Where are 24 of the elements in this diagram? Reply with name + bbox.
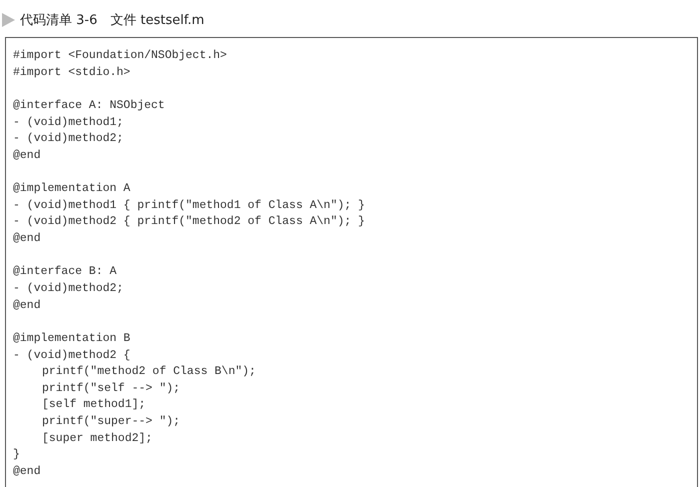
code-line: [self method1]; [42, 398, 146, 412]
code-line: [super method2]; [42, 432, 152, 446]
code-line: #import <stdio.h> [13, 66, 130, 80]
code-line: @interface A: NSObject [13, 98, 165, 113]
code-line: printf("self --> "); [42, 382, 180, 396]
code-line: - (void)method2 { [13, 348, 130, 363]
code-line: @end [13, 232, 41, 246]
code-line: printf("super--> "); [42, 415, 180, 430]
code-line: - (void)method2; [13, 282, 124, 296]
code-line: @end [13, 298, 41, 313]
code-line: @implementation A [13, 182, 130, 196]
code-box [5, 37, 698, 487]
listing-title: 代码清单 3-6 文件 testself.m [20, 12, 204, 29]
code-line: - (void)method2; [13, 132, 124, 146]
code-line: @end [13, 148, 41, 163]
code-line: } [13, 448, 20, 462]
code-line: printf("method2 of Class B\n"); [42, 365, 256, 380]
code-line: - (void)method1 { printf("method1 of Class A\n"); } [13, 198, 365, 213]
code-line: @interface B: A [13, 265, 117, 280]
code-line: #import <Foundation/NSObject.h> [13, 49, 227, 63]
code-line: - (void)method2 { printf("method2 of Class A\n"); } [13, 215, 365, 230]
code-line: - (void)method1; [13, 116, 124, 130]
code-line: @end [13, 465, 41, 479]
code-line: @implementation B [13, 332, 130, 346]
